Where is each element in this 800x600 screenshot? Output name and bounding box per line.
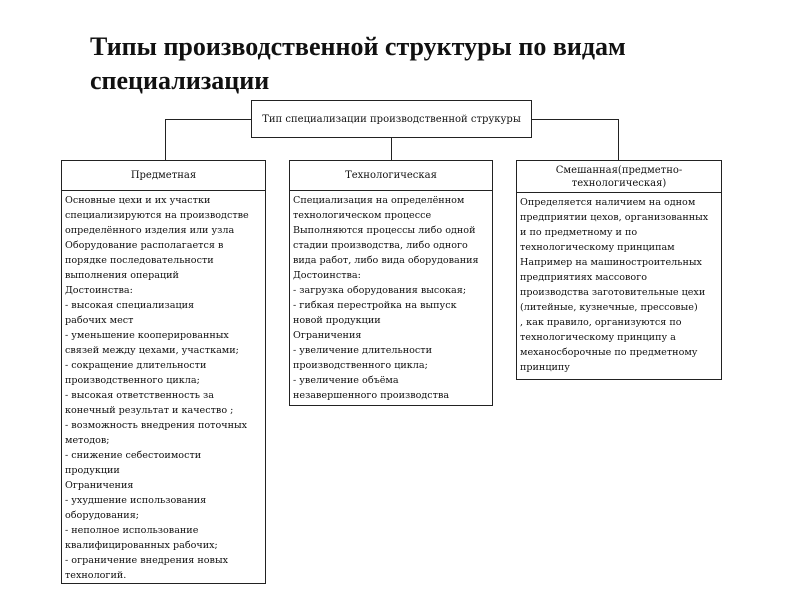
description-line: производственного цикла; — [293, 360, 428, 371]
description-line: - увеличение длительности — [293, 345, 432, 356]
description-line: Например на машиностроительных — [520, 257, 702, 268]
description-line: Достоинства: — [65, 285, 133, 296]
description-line: и по предметному и по — [520, 227, 638, 238]
description-line: конечный результат и качество ; — [65, 405, 234, 416]
description-line: механосборочные по предметному — [520, 347, 698, 358]
technological-type-heading: Технологическая — [345, 170, 437, 181]
description-line: стадии производства, либо одного — [293, 240, 468, 251]
description-line: оборудования; — [65, 510, 139, 521]
description-line: - ухудшение использования — [65, 495, 207, 506]
root-type-label: Тип специализации производственной струк… — [262, 113, 521, 125]
description-line: принципу — [520, 362, 570, 373]
description-line: технологическом процессе — [293, 210, 432, 221]
description-line: предприятиях массового — [520, 272, 648, 283]
description-line: - гибкая перестройка на выпуск — [293, 300, 457, 311]
description-line: - сокращение длительности — [65, 360, 207, 371]
description-line: продукции — [65, 465, 120, 476]
description-line: Выполняются процессы либо одной — [293, 225, 476, 236]
description-line: рабочих мест — [65, 315, 134, 326]
description-line: технологий. — [65, 570, 127, 581]
subject-type-heading-cell: Предметная — [62, 161, 265, 191]
description-line: производственного цикла; — [65, 375, 200, 386]
description-line: Оборудование располагается в — [65, 240, 224, 251]
description-line: Основные цехи и их участки — [65, 195, 211, 206]
subject-type-box: Предметная Основные цехи и их участки спе… — [61, 160, 266, 584]
description-line: производства заготовительные цехи — [520, 287, 706, 298]
description-line: - неполное использование — [65, 525, 199, 536]
description-line: - возможность внедрения поточных — [65, 420, 248, 431]
description-line: квалифицированных рабочих; — [65, 540, 218, 551]
description-line: технологическому принципам — [520, 242, 675, 253]
description-line: Достоинства: — [293, 270, 361, 281]
connector-root-left — [165, 119, 251, 120]
subject-type-description: Основные цехи и их участки специализируют… — [62, 191, 265, 587]
connector-right-down — [618, 119, 619, 160]
mixed-type-box: Смешанная(предметно- технологическая) Оп… — [516, 160, 722, 380]
technological-type-heading-cell: Технологическая — [290, 161, 492, 191]
description-line: - уменьшение кооперированных — [65, 330, 229, 341]
description-line: выполнения операций — [65, 270, 179, 281]
description-line: новой продукции — [293, 315, 381, 326]
connector-center-down — [391, 138, 392, 160]
description-line: Ограничения — [293, 330, 362, 341]
description-line: методов; — [65, 435, 110, 446]
mixed-type-heading-line-1: Смешанная(предметно- — [555, 164, 683, 176]
description-line: определённого изделия или узла — [65, 225, 235, 236]
description-line: - увеличение объёма — [293, 375, 399, 386]
description-line: - загрузка оборудования высокая; — [293, 285, 467, 296]
mixed-type-heading-cell: Смешанная(предметно- технологическая) — [517, 161, 721, 193]
description-line: вида работ, либо вида оборудования — [293, 255, 479, 266]
description-line: Определяется наличием на одном — [520, 197, 696, 208]
mixed-type-description: Определяется наличием на одном предприяти… — [517, 193, 721, 379]
description-line: - высокая ответственность за — [65, 390, 214, 401]
connector-left-down — [165, 119, 166, 160]
technological-type-box: Технологическая Специализация на определ… — [289, 160, 493, 406]
description-line: предприятии цехов, организованных — [520, 212, 709, 223]
root-type-box: Тип специализации производственной струк… — [251, 100, 532, 138]
description-line: - снижение себестоимости — [65, 450, 202, 461]
description-line: связей между цехами, участками; — [65, 345, 239, 356]
description-line: Ограничения — [65, 480, 134, 491]
mixed-type-heading-line-2: технологическая) — [571, 177, 667, 189]
description-line: (литейные, кузнечные, прессовые) — [520, 302, 698, 313]
technological-type-description: Специализация на определённом технологиче… — [290, 191, 492, 407]
description-line: специализируются на производстве — [65, 210, 249, 221]
description-line: технологическому принципу а — [520, 332, 676, 343]
description-line: незавершенного производства — [293, 390, 450, 401]
connector-root-right — [532, 119, 618, 120]
description-line: порядке последовательности — [65, 255, 214, 266]
description-line: - ограничение внедрения новых — [65, 555, 228, 566]
description-line: - высокая специализация — [65, 300, 195, 311]
slide-title: Типы производственной структуры по видам… — [90, 32, 626, 95]
description-line: Специализация на определённом — [293, 195, 465, 206]
subject-type-heading: Предметная — [130, 170, 197, 181]
description-line: , как правило, организуются по — [520, 317, 682, 328]
